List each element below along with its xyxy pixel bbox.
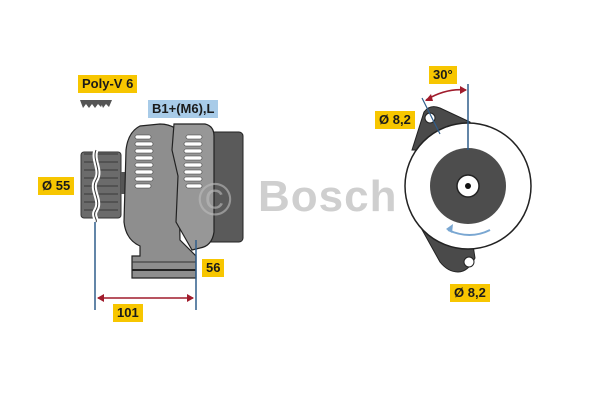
copyright-watermark: © <box>198 173 233 225</box>
hole-diameter-bottom-label: Ø 8,2 <box>450 284 490 302</box>
bosch-watermark: Bosch <box>258 172 398 221</box>
alternator-front-view <box>404 106 532 273</box>
dimension-lines-front <box>421 84 469 150</box>
poly-v-profile-icon <box>80 100 112 108</box>
pulley-diameter-label: Ø 55 <box>38 177 75 195</box>
pulley-side-view <box>80 149 127 224</box>
dimension-56-label: 56 <box>202 259 225 277</box>
dimension-lines-side <box>94 222 197 310</box>
angle-30-label: 30° <box>429 66 457 84</box>
terminal-label: B1+(M6),L <box>148 100 219 118</box>
hole-diameter-top-label: Ø 8,2 <box>375 111 415 129</box>
dimension-101-label: 101 <box>113 304 143 322</box>
poly-v-label: Poly-V 6 <box>78 75 138 93</box>
alternator-housing-side-view <box>123 123 244 279</box>
